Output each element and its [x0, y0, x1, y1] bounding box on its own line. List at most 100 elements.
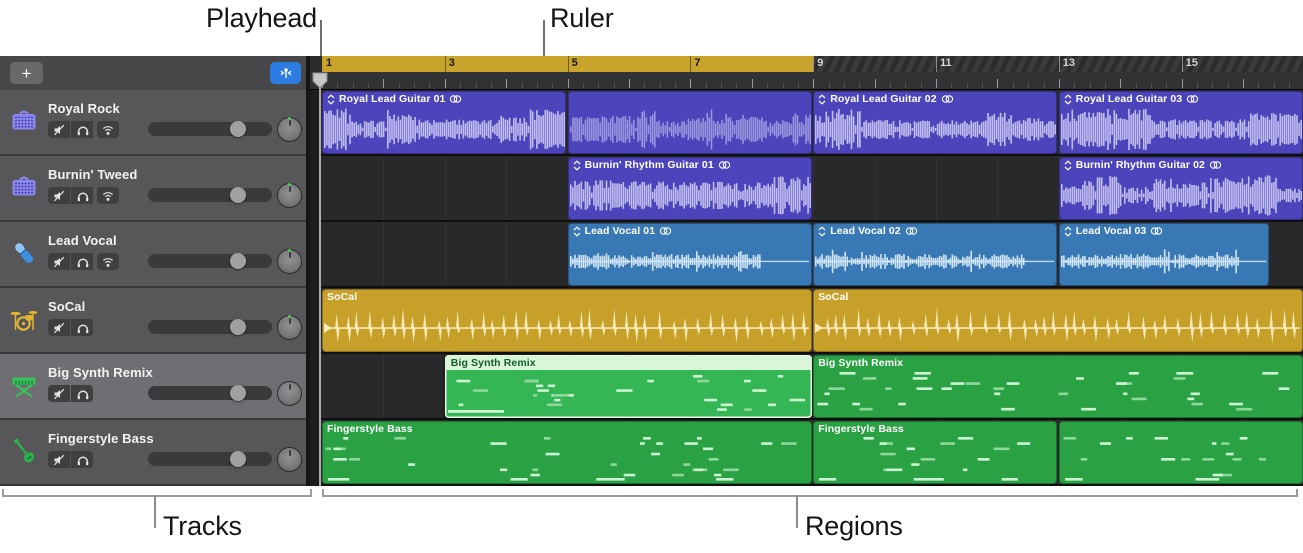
tick[interactable] [414, 83, 416, 88]
track-name[interactable]: SoCal [48, 299, 86, 314]
track-header-socal[interactable]: SoCal [0, 288, 306, 354]
tick[interactable] [613, 83, 615, 88]
tick[interactable] [1227, 83, 1229, 88]
ruler-bar-line[interactable] [813, 56, 815, 72]
tick[interactable] [721, 83, 723, 88]
region-label[interactable]: Lead Vocal 02 [818, 224, 1054, 238]
tick[interactable] [874, 79, 876, 88]
pan-knob[interactable] [277, 249, 302, 274]
grid-bar-line[interactable] [506, 90, 508, 486]
mute-button[interactable] [48, 253, 70, 270]
grid-bar-line[interactable] [444, 90, 446, 486]
ruler-end-hatch[interactable] [813, 56, 1303, 72]
region-lead-vocal-01-6[interactable]: Lead Vocal 01 [567, 223, 812, 286]
lane-separator[interactable] [308, 220, 1303, 222]
region-label[interactable]: SoCal [327, 291, 358, 303]
add-track-button[interactable]: + [10, 62, 43, 84]
ruler-number-7[interactable]: 7 [694, 57, 701, 69]
volume-slider[interactable] [148, 385, 272, 401]
grid-bar-line[interactable] [629, 90, 630, 486]
track-buttons[interactable] [48, 187, 119, 204]
ruler-number-3[interactable]: 3 [448, 57, 455, 69]
tick[interactable] [644, 83, 646, 88]
tick[interactable] [982, 83, 983, 88]
tick[interactable] [843, 83, 845, 88]
tick[interactable] [690, 79, 692, 88]
tick[interactable] [1120, 79, 1122, 88]
mute-button[interactable] [48, 121, 70, 138]
grid-bar-line[interactable] [1243, 90, 1244, 486]
pan-knob-indicator[interactable] [288, 315, 291, 318]
tick[interactable] [552, 83, 554, 88]
tick[interactable] [675, 83, 676, 88]
mute-button[interactable] [48, 451, 70, 468]
drums-icon[interactable] [9, 304, 41, 336]
tick[interactable] [1196, 83, 1198, 88]
tick[interactable] [1043, 83, 1045, 88]
region-socal-10[interactable]: SoCal [813, 289, 1303, 352]
solo-button[interactable] [71, 319, 93, 336]
grid-bar-line[interactable] [1181, 90, 1183, 486]
tick[interactable] [1058, 79, 1060, 88]
region-label[interactable]: Lead Vocal 01 [573, 224, 809, 238]
tick[interactable] [1135, 83, 1137, 88]
pan-knob[interactable] [277, 381, 302, 406]
pan-knob-notch[interactable] [288, 252, 291, 258]
spread-button[interactable] [97, 121, 119, 138]
region-socal-9[interactable]: SoCal [322, 289, 812, 352]
region-royal-lead-guitar-03-3[interactable]: Royal Lead Guitar 03 [1058, 91, 1303, 154]
tick[interactable] [1074, 83, 1076, 88]
track-name[interactable]: Royal Rock [48, 101, 120, 116]
tick[interactable] [1243, 79, 1244, 88]
tick[interactable] [583, 83, 584, 88]
pan-knob[interactable] [277, 447, 302, 472]
region-region-15[interactable] [1058, 421, 1303, 484]
ruler-number-13[interactable]: 13 [1062, 57, 1076, 69]
playhead-handle[interactable] [312, 72, 328, 94]
region-royal-lead-guitar-02-2[interactable]: Royal Lead Guitar 02 [813, 91, 1058, 154]
ruler-bar-line[interactable] [690, 56, 692, 72]
track-name[interactable]: Big Synth Remix [48, 365, 153, 380]
grid-bar-line[interactable] [874, 90, 876, 486]
region-label[interactable]: Royal Lead Guitar 01 [327, 92, 563, 106]
tick[interactable] [905, 83, 907, 88]
track-header-big-synth-remix[interactable]: Big Synth Remix [0, 354, 306, 420]
region-lead-vocal-02-7[interactable]: Lead Vocal 02 [813, 223, 1058, 286]
tick[interactable] [337, 83, 339, 88]
region-big-synth-remix-12[interactable]: Big Synth Remix [813, 355, 1303, 418]
solo-button[interactable] [71, 121, 93, 138]
region-label[interactable]: Big Synth Remix [818, 357, 904, 369]
track-name[interactable]: Fingerstyle Bass [48, 431, 154, 446]
tick[interactable] [828, 83, 830, 88]
spread-button[interactable] [97, 253, 119, 270]
grid-bar-line[interactable] [751, 90, 753, 486]
solo-button[interactable] [71, 451, 93, 468]
pan-knob[interactable] [277, 183, 302, 208]
pan-knob-indicator[interactable] [288, 117, 291, 120]
tick[interactable] [567, 79, 569, 88]
tick[interactable] [813, 79, 815, 88]
ruler-bar-line[interactable] [1058, 56, 1060, 72]
tick[interactable] [1289, 83, 1290, 88]
ruler-number-15[interactable]: 15 [1185, 57, 1198, 69]
pan-knob[interactable] [277, 117, 302, 142]
region-label[interactable]: Lead Vocal 03 [1064, 224, 1266, 238]
tick[interactable] [1258, 83, 1260, 88]
grid-bar-line[interactable] [383, 90, 385, 486]
lane-separator[interactable] [308, 286, 1303, 288]
solo-button[interactable] [71, 253, 93, 270]
tick[interactable] [782, 83, 784, 88]
tick[interactable] [429, 83, 431, 88]
pan-knob-notch[interactable] [288, 186, 291, 192]
ruler-number-9[interactable]: 9 [817, 57, 824, 69]
amp-icon[interactable] [9, 172, 41, 204]
grid-bar-line[interactable] [813, 90, 815, 486]
volume-slider-thumb[interactable] [229, 253, 246, 269]
tick[interactable] [797, 83, 799, 88]
tick[interactable] [1104, 83, 1106, 88]
ruler-bar-line[interactable] [936, 56, 937, 72]
region-label[interactable]: Royal Lead Guitar 02 [818, 92, 1054, 106]
track-header-royal-rock[interactable]: Royal Rock [0, 90, 306, 156]
tick[interactable] [1089, 83, 1091, 88]
region-label[interactable]: Fingerstyle Bass [818, 423, 904, 435]
